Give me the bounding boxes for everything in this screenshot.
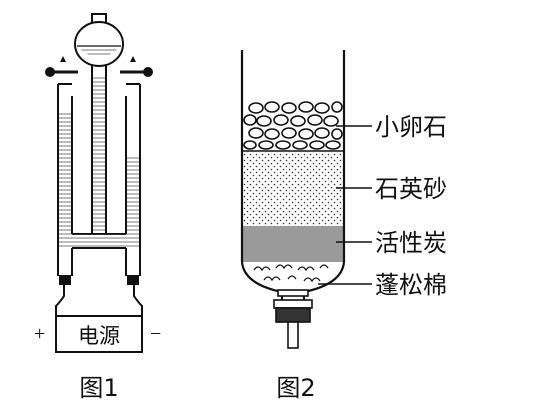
left-stopcock bbox=[45, 56, 78, 77]
pebbles bbox=[243, 101, 343, 150]
layer-label-quartz-sand: 石英砂 bbox=[375, 175, 447, 203]
center-stem-tube bbox=[91, 64, 107, 234]
outlet-plug bbox=[273, 289, 313, 349]
left-electrode bbox=[59, 275, 71, 285]
layer-label-cotton: 蓬松棉 bbox=[375, 271, 447, 299]
quartz-sand-layer bbox=[243, 152, 343, 226]
figure1-caption: 图1 bbox=[79, 374, 118, 402]
cotton-layer bbox=[253, 264, 329, 283]
negative-terminal-sign: − bbox=[150, 323, 161, 345]
right-stopcock bbox=[120, 56, 153, 77]
label-leader-lines bbox=[318, 125, 372, 285]
circuit-wires bbox=[55, 284, 143, 322]
activated-carbon-layer bbox=[243, 226, 343, 262]
electrolysis-apparatus bbox=[45, 13, 153, 353]
funnel-bulb bbox=[74, 13, 124, 67]
power-supply-label: 电源 bbox=[78, 324, 120, 348]
water-filter-column bbox=[240, 50, 346, 349]
right-electrode bbox=[127, 275, 139, 285]
left-tube bbox=[57, 83, 73, 276]
positive-terminal-sign: + bbox=[34, 323, 45, 345]
layer-label-pebbles: 小卵石 bbox=[375, 113, 447, 141]
bottom-connector bbox=[59, 233, 139, 276]
figure2-caption: 图2 bbox=[276, 374, 315, 402]
right-tube bbox=[125, 83, 141, 276]
power-supply-box bbox=[55, 315, 143, 353]
layer-label-activated-carbon: 活性炭 bbox=[375, 229, 447, 257]
